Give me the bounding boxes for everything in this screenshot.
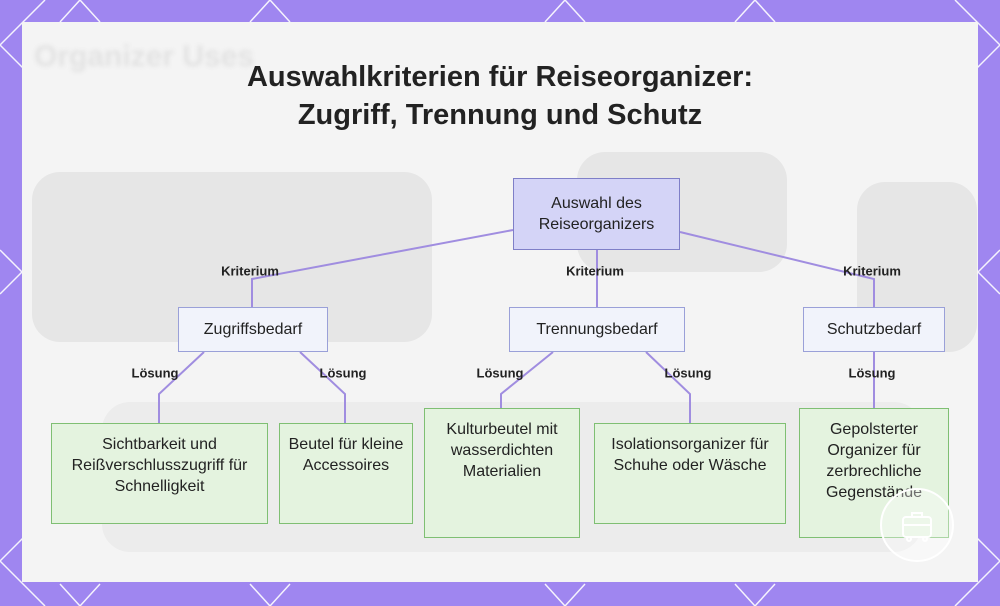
node-kulturbeutel: Kulturbeutel mit wasserdichten Materiali… [424,408,580,538]
node-zugriffsbedarf: Zugriffsbedarf [178,307,328,352]
edge-label-loesung: Lösung [320,366,367,381]
edge-label-loesung: Lösung [477,366,524,381]
node-label: Sichtbarkeit und Reißverschlusszugriff f… [58,434,261,497]
edge-label-kriterium: Kriterium [566,264,624,279]
node-label: Trennungsbedarf [536,319,657,340]
edge-trennung-isolation [646,352,690,423]
node-label: Isolationsorganizer für Schuhe oder Wäsc… [601,434,779,476]
edge-label-loesung: Lösung [132,366,179,381]
node-root-auswahl: Auswahl des Reiseorganizers [513,178,680,250]
edge-zugriff-beutel [300,352,345,423]
node-label: Kulturbeutel mit wasserdichten Materiali… [431,419,573,482]
edge-label-kriterium: Kriterium [843,264,901,279]
node-trennungsbedarf: Trennungsbedarf [509,307,685,352]
edge-label-loesung: Lösung [849,366,896,381]
logo-badge [880,488,954,562]
edge-label-loesung: Lösung [665,366,712,381]
node-sichtbarkeit: Sichtbarkeit und Reißverschlusszugriff f… [51,423,268,524]
node-schutzbedarf: Schutzbedarf [803,307,945,352]
edge-label-kriterium: Kriterium [221,264,279,279]
edge-root-zugriff [252,230,513,307]
node-isolationsorganizer: Isolationsorganizer für Schuhe oder Wäsc… [594,423,786,524]
suitcase-icon [897,505,937,545]
edge-zugriff-sichtbarkeit [159,352,204,423]
node-label: Auswahl des Reiseorganizers [520,193,673,235]
node-label: Beutel für kleine Accessoires [286,434,406,476]
diagram-card: Organizer Uses Auswahlkriterien für Reis… [22,22,978,582]
node-label: Zugriffsbedarf [204,319,302,340]
node-beutel: Beutel für kleine Accessoires [279,423,413,524]
node-label: Schutzbedarf [827,319,921,340]
